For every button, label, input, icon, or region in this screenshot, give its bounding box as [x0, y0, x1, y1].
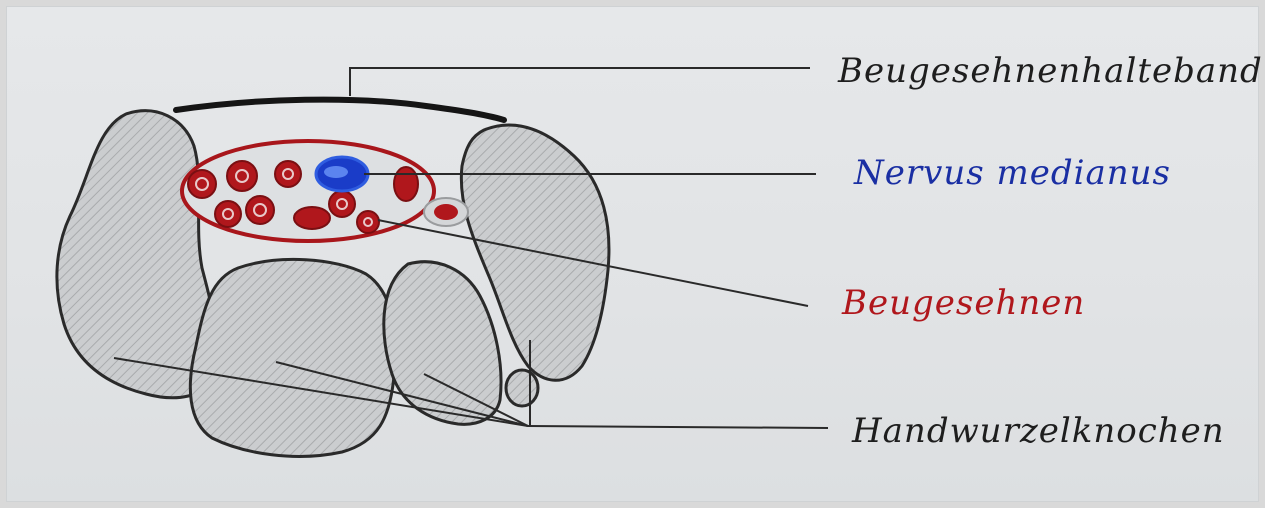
bone-left — [57, 111, 216, 398]
label-carpal-bones: Handwurzelknochen — [852, 414, 1225, 448]
tendon — [188, 170, 216, 198]
tendon — [357, 211, 379, 233]
bone-center — [190, 259, 395, 456]
label-flexor-retinaculum: Beugesehnenhalteband — [838, 54, 1263, 88]
label-flexor-tendons: Beugesehnen — [842, 286, 1085, 320]
leader-line-bones-main — [528, 426, 828, 428]
median-nerve-highlight — [324, 166, 348, 178]
tendon — [329, 191, 355, 217]
label-median-nerve: Nervus medianus — [854, 156, 1171, 190]
leader-line-ligament — [350, 68, 810, 96]
flexor-retinaculum — [176, 100, 504, 120]
tendon — [394, 167, 418, 201]
tendon — [215, 201, 241, 227]
paper-background: Beugesehnenhalteband Nervus medianus Beu… — [6, 6, 1259, 502]
bone-pisiform — [506, 370, 538, 406]
tendon — [246, 196, 274, 224]
tendon — [294, 207, 330, 229]
tendon-outside — [434, 204, 458, 220]
tendon — [275, 161, 301, 187]
bone-center-right — [384, 262, 501, 425]
tendon — [227, 161, 257, 191]
